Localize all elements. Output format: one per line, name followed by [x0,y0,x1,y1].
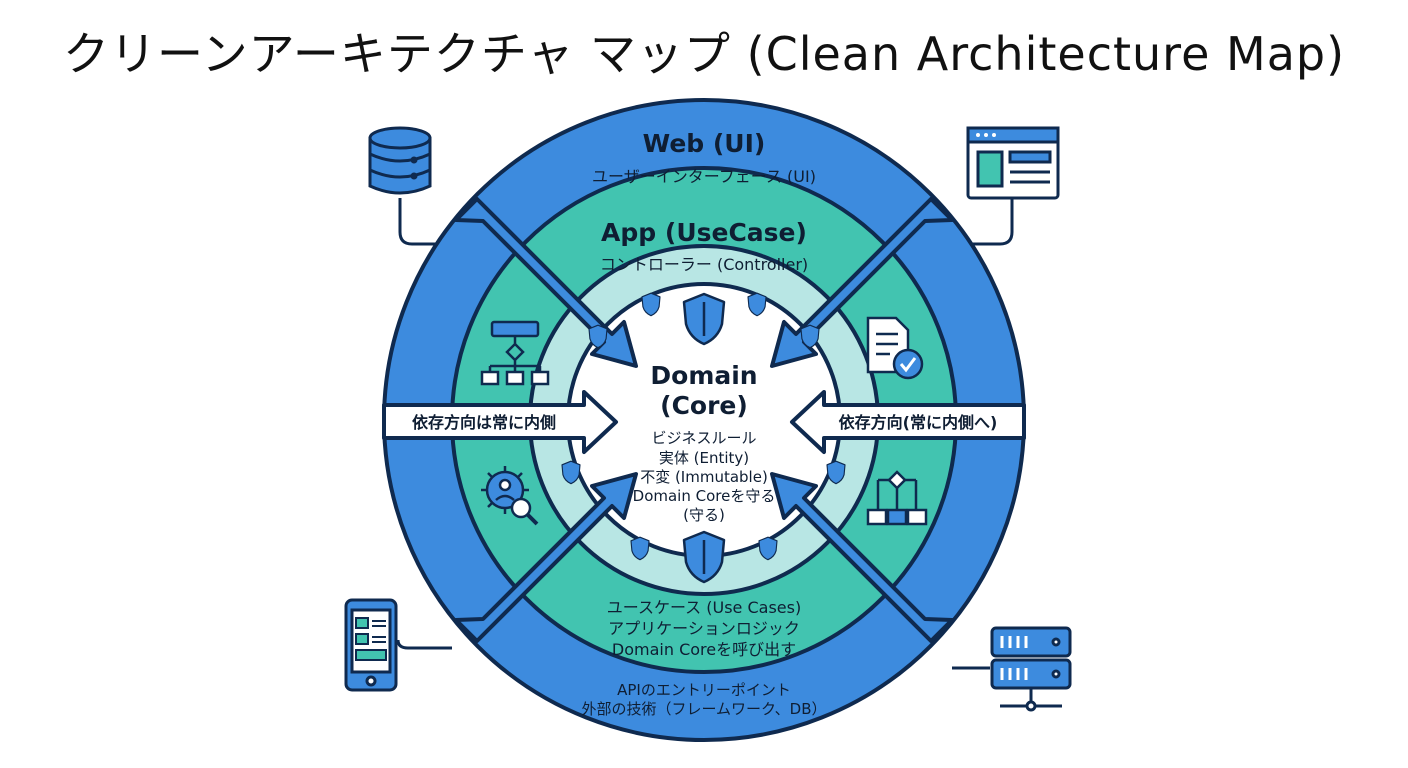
arrow-top-right [770,197,954,368]
outer-ring-bottom-line1: APIのエントリーポイント [617,681,791,699]
document-check-icon [866,316,924,380]
middle-ring-name: App (UseCase) [601,218,807,247]
shield-icon [758,536,778,561]
core-text-line3: 不変 (Immutable) [640,468,768,486]
shield-icon [641,292,661,317]
shield-icon [747,292,767,317]
shields [561,292,846,584]
connector-mobile [396,639,452,650]
external-connectors [396,198,1014,670]
outer-ring-subtitle: ユーザーインターフェース (UI) [592,167,816,186]
core-text-line5: (守る) [683,506,725,524]
shield-icon [826,460,846,485]
arrow-right-horizontal [790,390,1026,454]
middle-ring-subtitle: コントローラー (Controller) [600,255,808,274]
branch-diagram-icon [866,470,928,526]
right-arrow-label: 依存方向(常に内側へ) [839,413,998,432]
arrow-bottom-right [770,472,954,643]
core-name-line2: (Core) [660,391,748,420]
flowchart-icon [480,320,550,386]
page-title: クリーンアーキテクチャ マップ (Clean Architecture Map) [62,27,1346,81]
core-text-line2: 実体 (Entity) [659,449,749,467]
shield-icon [561,460,581,485]
connector-browser [968,198,1014,246]
shield-icon [588,324,608,349]
shield-icon [682,292,726,346]
left-arrow-label: 依存方向は常に内側 [412,413,556,432]
arrow-left-horizontal [382,390,618,454]
middle-ring-bottom-line3: Domain Coreを呼び出す [612,640,796,659]
gear-user-search-icon [481,466,539,526]
core-text-line1: ビジネスルール [651,429,756,447]
arrow-top-left [454,197,638,368]
shield-icon [682,530,726,584]
arrow-bottom-left [454,472,638,643]
dependency-arrows [454,197,954,643]
database-icon [368,126,432,195]
middle-ring-bottom-line2: アプリケーションロジック [608,619,800,638]
browser-window-icon [966,126,1060,200]
core-text-line4: Domain Coreを守る [633,487,776,505]
outer-ring-bottom-line2: 外部の技術（フレームワーク、DB） [581,700,826,718]
outer-ring-name: Web (UI) [643,129,766,158]
middle-ring-bottom-line1: ユースケース (Use Cases) [607,598,801,617]
core-name-line1: Domain [650,361,757,390]
mobile-phone-icon [344,598,398,692]
server-icon [990,626,1072,712]
shield-icon [800,324,820,349]
horizontal-arrows [382,390,1026,454]
connector-database [398,198,438,246]
shield-icon [630,536,650,561]
